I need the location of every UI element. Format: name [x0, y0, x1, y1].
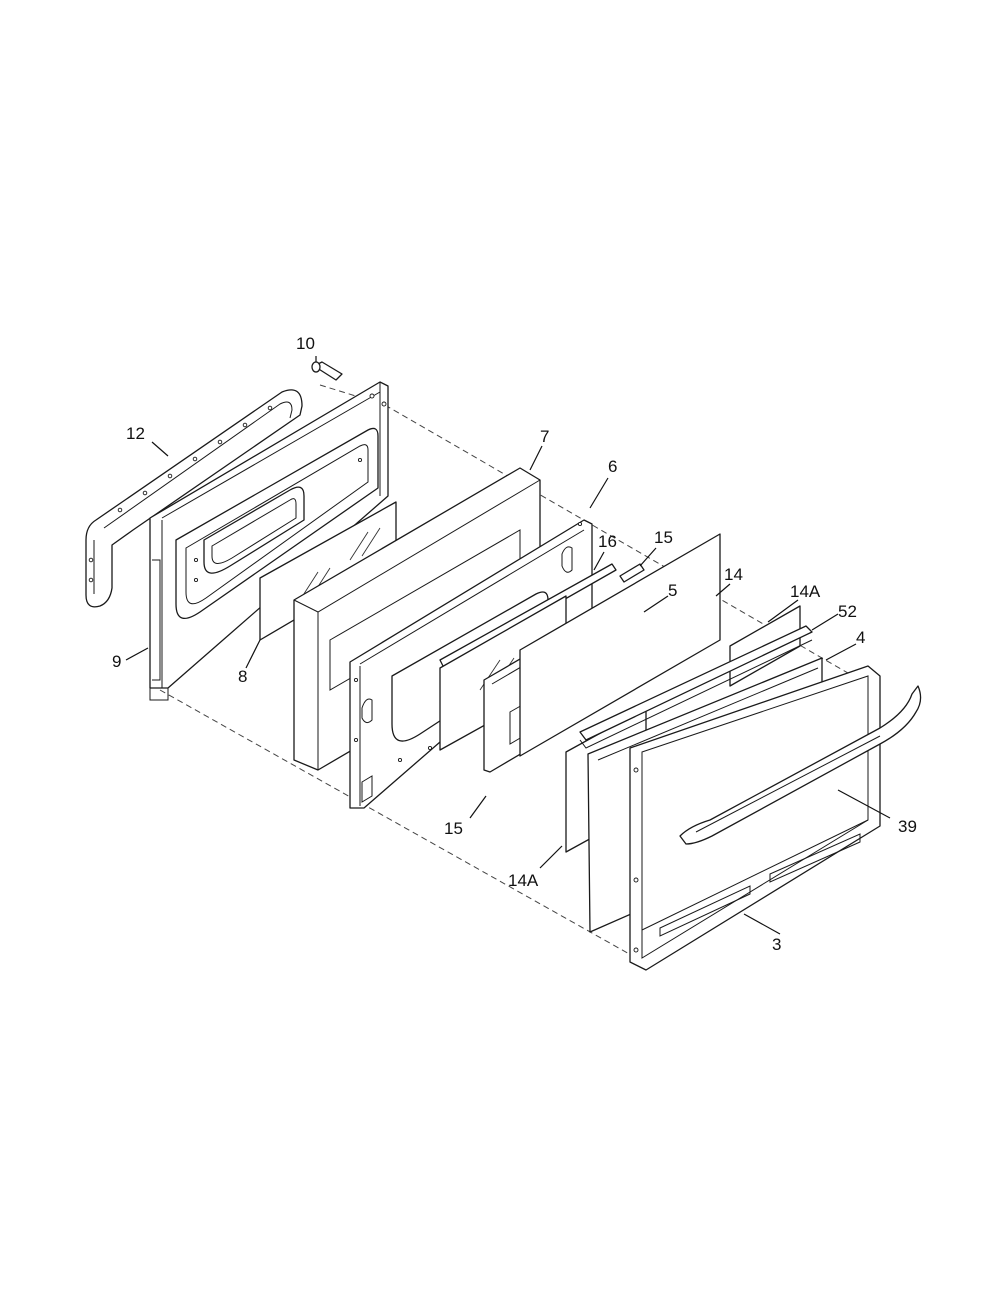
callout-9: 9 — [112, 652, 121, 671]
callout-16: 16 — [598, 532, 617, 551]
callout-15-top: 15 — [654, 528, 673, 547]
callout-leaders — [125, 356, 891, 935]
callout-3: 3 — [772, 935, 781, 954]
part-12-gasket — [85, 389, 303, 608]
part-39-handle — [679, 685, 922, 845]
callout-labels: 10 12 7 6 16 15 5 14 14A 52 4 9 8 15 39 … — [112, 334, 917, 954]
callout-7: 7 — [540, 427, 549, 446]
callout-15-bottom: 15 — [444, 819, 463, 838]
callout-12: 12 — [126, 424, 145, 443]
part-9-door-liner — [149, 381, 389, 701]
callout-14a-top: 14A — [790, 582, 821, 601]
part-10-screw — [311, 361, 343, 381]
callout-6: 6 — [608, 457, 617, 476]
callout-52: 52 — [838, 602, 857, 621]
alignment-lines — [159, 384, 861, 961]
callout-39: 39 — [898, 817, 917, 836]
part-3-outer-frame — [629, 665, 881, 971]
callout-8: 8 — [238, 667, 247, 686]
callout-4: 4 — [856, 628, 865, 647]
callout-10: 10 — [296, 334, 315, 353]
part-14-insulation — [519, 533, 721, 757]
callout-5: 5 — [668, 581, 677, 600]
part-52-trim — [579, 625, 813, 749]
callout-14a-bottom: 14A — [508, 871, 539, 890]
part-15-clip-top — [619, 563, 645, 583]
callout-14: 14 — [724, 565, 743, 584]
